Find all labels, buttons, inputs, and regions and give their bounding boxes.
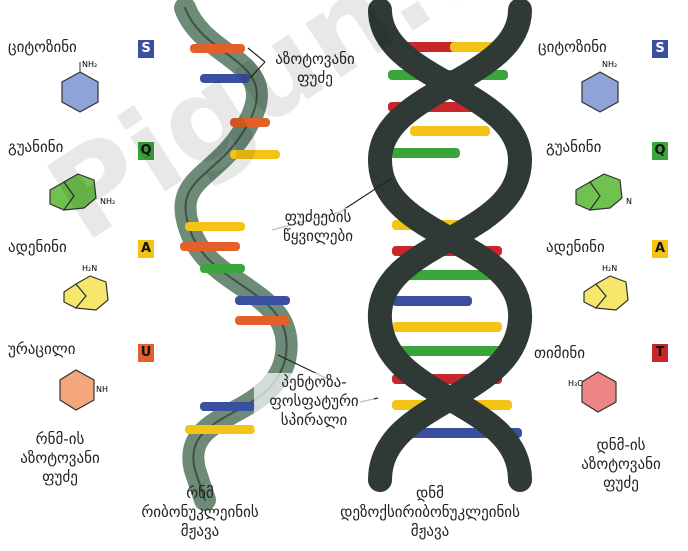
dna-helix — [380, 10, 522, 480]
right-adenine-badge: A — [652, 240, 668, 258]
right-guanine-molecule: N — [566, 170, 662, 224]
dna-title: დნმ დეზოქსირიბონუკლეინის მჟავა — [314, 484, 546, 541]
base-pairs-annotation: ფუძეების წყვილები — [264, 208, 372, 246]
right-adenine-molecule: H₂N — [580, 262, 650, 320]
right-cytosine-badge: S — [652, 40, 668, 58]
right-thymine-name: თიმინი — [534, 344, 585, 363]
rna-title-line1: რნმ — [112, 484, 288, 503]
right-adenine-name: ადენინი — [546, 238, 605, 257]
nitrogen-base-line1: აზოტოვანი — [262, 50, 368, 69]
right-guanine-badge: Q — [652, 142, 668, 160]
right-cytosine-molecule: NH₂ — [578, 58, 638, 122]
backbone-line1: პენტოზა- — [254, 373, 374, 392]
right-thymine-molecule: H₃C — [568, 364, 638, 420]
svg-text:H₃C: H₃C — [568, 379, 583, 388]
svg-text:N: N — [626, 197, 632, 206]
dna-title-line2: დეზოქსირიბონუკლეინის — [314, 503, 546, 522]
right-cytosine-name: ციტოზინი — [538, 38, 607, 57]
right-guanine-name: გუანინი — [546, 138, 601, 157]
dna-title-line3: მჟავა — [314, 522, 546, 541]
rna-title-line2: რიბონუკლეინის — [112, 503, 288, 522]
backbone-line3: სპირალი — [254, 411, 374, 430]
dna-base-caption-line2: აზოტოვანი — [566, 455, 676, 474]
dna-base-caption: დნმ-ის აზოტოვანი ფუძე — [566, 436, 676, 493]
rna-title: რნმ რიბონუკლეინის მჟავა — [112, 484, 288, 541]
svg-text:H₂N: H₂N — [602, 264, 617, 273]
base-pairs-line1: ფუძეების — [264, 208, 372, 227]
backbone-line2: ფოსფატური — [254, 392, 374, 411]
right-thymine-badge: T — [652, 344, 668, 362]
nitrogen-base-annotation: აზოტოვანი ფუძე — [262, 50, 368, 88]
backbone-annotation: პენტოზა- ფოსფატური სპირალი — [254, 373, 374, 430]
base-pairs-line2: წყვილები — [264, 227, 372, 246]
rna-title-line3: მჟავა — [112, 522, 288, 541]
svg-text:NH₂: NH₂ — [602, 60, 617, 69]
nitrogen-base-line2: ფუძე — [262, 69, 368, 88]
dna-base-caption-line1: დნმ-ის — [566, 436, 676, 455]
dna-base-caption-line3: ფუძე — [566, 474, 676, 493]
dna-title-line1: დნმ — [314, 484, 546, 503]
